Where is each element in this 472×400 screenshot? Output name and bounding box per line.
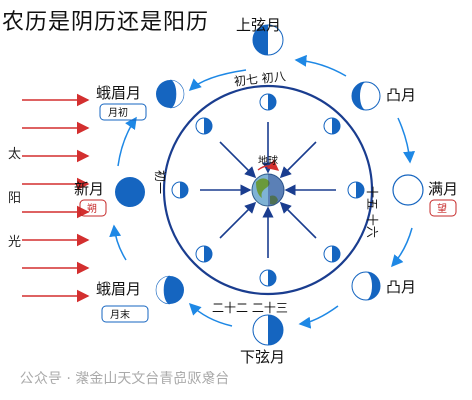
first-quarter-days: 初七 初八 — [233, 69, 286, 88]
orbit-moon-icon — [195, 117, 213, 135]
orbit-moon-icon — [259, 269, 277, 287]
full-moon-tag-box — [429, 199, 457, 217]
earth-label: 地球 — [258, 154, 278, 167]
waxing-crescent-tag: 月初 — [108, 106, 128, 119]
orbit-moon-icon — [347, 181, 365, 199]
first-quarter-moon-icon — [252, 24, 284, 56]
full-moon-days: 十五 十六 — [365, 186, 379, 238]
sunlight-char: 阳 — [8, 191, 21, 206]
sunlight-arrows — [22, 93, 90, 303]
waning-crescent-tag-box — [101, 305, 149, 323]
waxing-gibbous-label: 凸月 — [386, 86, 416, 104]
full-moon-icon — [392, 174, 424, 206]
full-moon-tag: 望 — [437, 202, 447, 215]
outer-motion-arrows — [109, 54, 416, 329]
waning-gibbous-moon-icon — [351, 271, 381, 301]
waning-crescent-tag: 月末 — [110, 308, 130, 321]
orbit-moons — [171, 93, 365, 287]
page-title: 农历是阴历还是阳历 — [2, 10, 210, 35]
new-moon-icon — [115, 177, 145, 207]
full-moon-label: 满月 — [428, 180, 458, 198]
first-quarter-label: 上弦月 — [236, 16, 281, 34]
waning-gibbous-label: 凸月 — [386, 278, 416, 296]
sunlight-char: 光 — [8, 235, 21, 250]
new-moon-tag: 朔 — [87, 202, 97, 215]
new-moon-day: 初一 — [153, 170, 167, 194]
waxing-crescent-tag-box — [99, 103, 147, 121]
orbit-moon-icon — [259, 93, 277, 111]
new-moon-tag-box — [79, 199, 107, 217]
new-moon-label: 新月 — [74, 180, 104, 198]
last-quarter-label: 下弦月 — [240, 348, 285, 366]
earth — [251, 159, 285, 207]
waning-crescent-label: 蛾眉月 — [96, 280, 141, 298]
sunlight-char: 太 — [8, 147, 21, 162]
waxing-gibbous-moon-icon — [351, 81, 381, 111]
last-quarter-moon-icon — [252, 314, 284, 346]
orbit-moon-icon — [195, 245, 213, 263]
orbit-moon-icon — [323, 245, 341, 263]
watermark: 台象观岛青台文天山金紫 · 号众公 — [20, 371, 230, 387]
moon-orbit — [162, 84, 374, 296]
waxing-crescent-label: 蛾眉月 — [96, 84, 141, 102]
waning-crescent-moon-icon — [155, 275, 184, 305]
orbit-moon-icon — [171, 181, 189, 199]
orbit-moon-icon — [323, 117, 341, 135]
last-quarter-days: 二十二 二十三 — [212, 301, 288, 315]
waxing-crescent-moon-icon — [156, 79, 185, 109]
